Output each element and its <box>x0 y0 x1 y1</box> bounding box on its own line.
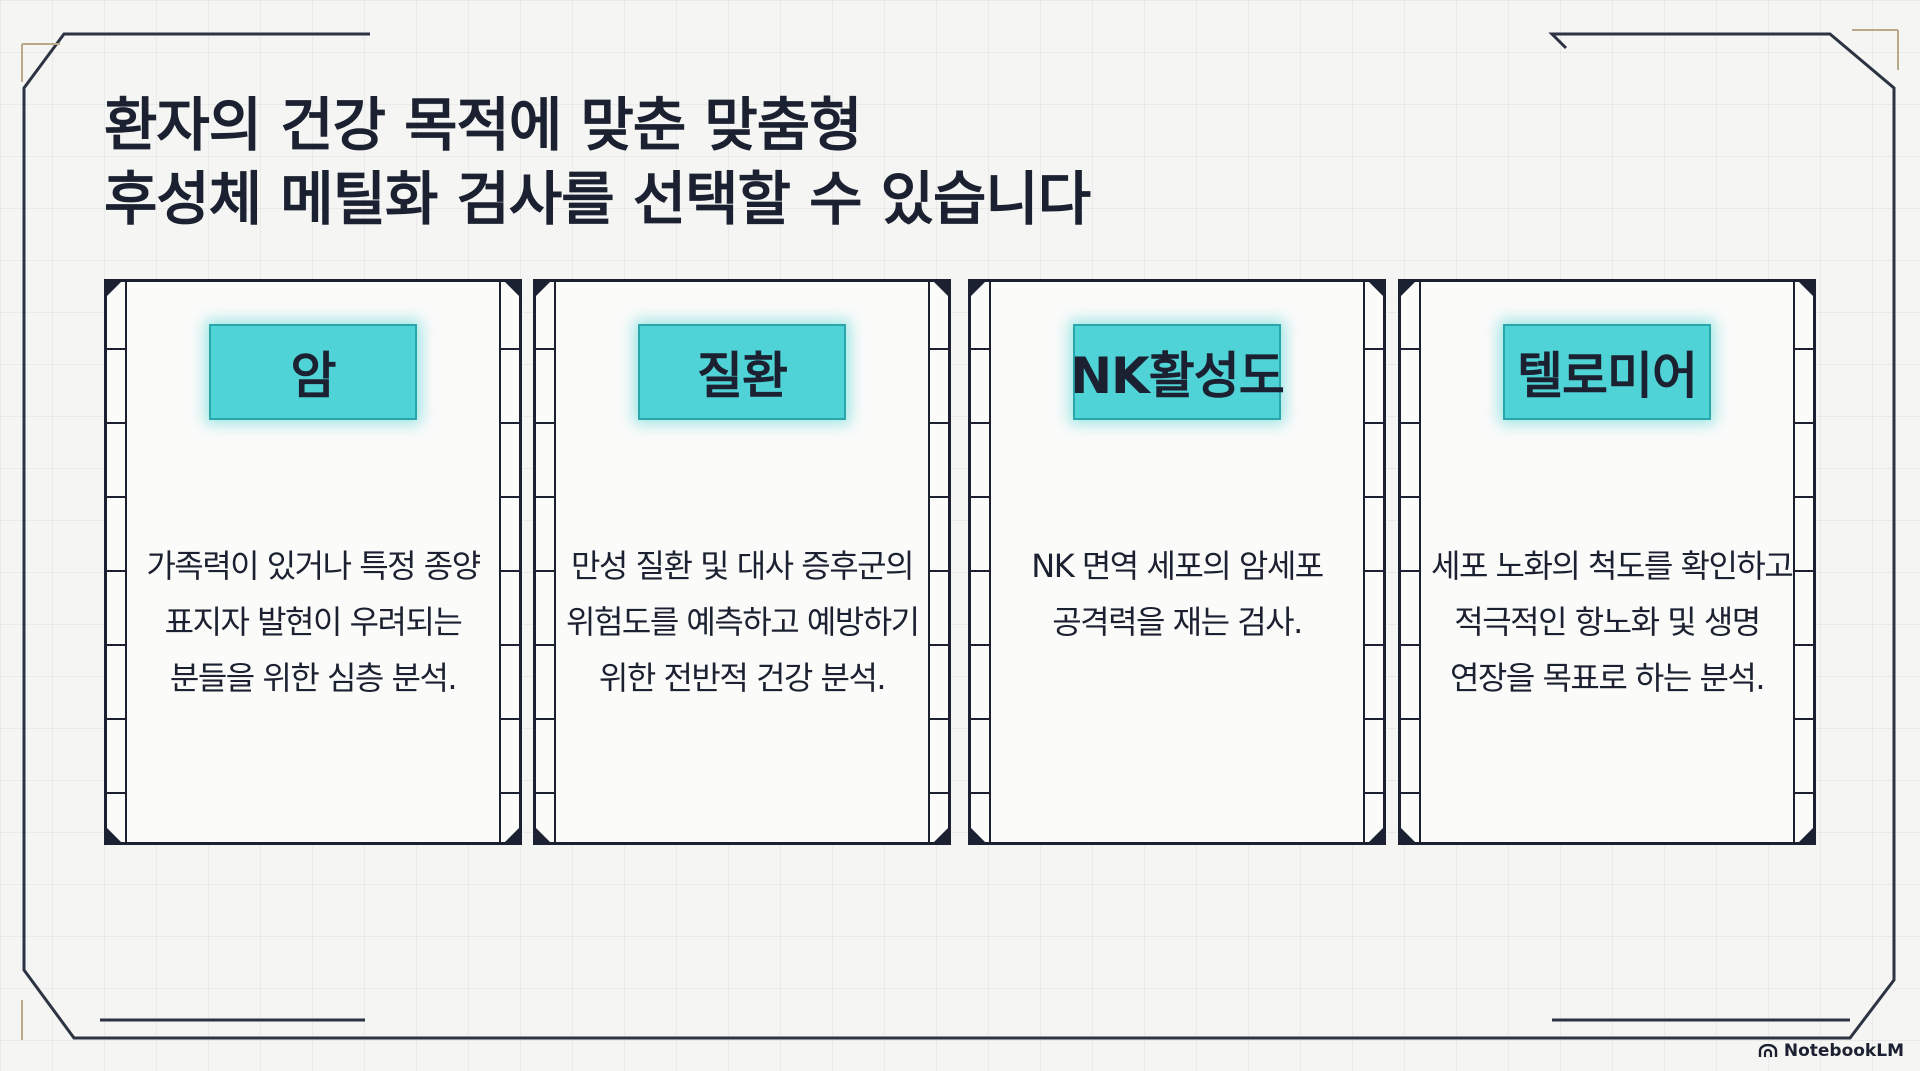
card-rail <box>499 282 519 842</box>
card-nk-activity: NK활성도 NK 면역 세포의 암세포 공격력을 재는 검사. <box>968 279 1386 845</box>
card-tag-telomere: 텔로미어 <box>1503 324 1711 420</box>
card-description: 가족력이 있거나 특정 종양 표지자 발현이 우려되는 분들을 위한 심층 분석… <box>137 538 489 706</box>
notebooklm-logo-icon <box>1758 1044 1778 1057</box>
description-line: 위한 전반적 건강 분석. <box>598 659 887 697</box>
description-line: 적극적인 항노화 및 생명 <box>1454 603 1761 641</box>
card-description: NK 면역 세포의 암세포 공격력을 재는 검사. <box>1001 538 1353 650</box>
card-rail <box>107 282 127 842</box>
card-rail <box>1793 282 1813 842</box>
card-description: 세포 노화의 척도를 확인하고 적극적인 항노화 및 생명 연장을 목표로 하는… <box>1431 538 1794 706</box>
notebooklm-watermark: NotebookLM <box>1758 1041 1904 1061</box>
card-tag-disease: 질환 <box>638 324 846 420</box>
description-line: 공격력을 재는 검사. <box>1052 603 1303 641</box>
card-rail <box>1401 282 1421 842</box>
card-rail <box>536 282 556 842</box>
description-line: 분들을 위한 심층 분석. <box>169 659 458 697</box>
card-rail <box>1363 282 1383 842</box>
card-tag-nk-activity: NK활성도 <box>1070 324 1285 420</box>
description-line: NK 면역 세포의 암세포 <box>1031 547 1324 585</box>
card-cancer: 암 가족력이 있거나 특정 종양 표지자 발현이 우려되는 분들을 위한 심층 … <box>104 279 522 845</box>
description-line: 만성 질환 및 대사 증후군의 <box>570 547 915 585</box>
description-line: 위험도를 예측하고 예방하기 <box>566 603 920 641</box>
slide-title: 환자의 건강 목적에 맞춘 맞춤형 후성체 메틸화 검사를 선택할 수 있습니다 <box>104 88 1091 236</box>
title-line-1: 환자의 건강 목적에 맞춘 맞춤형 <box>104 91 862 159</box>
card-telomere: 텔로미어 세포 노화의 척도를 확인하고 적극적인 항노화 및 생명 연장을 목… <box>1398 279 1816 845</box>
card-rail <box>928 282 948 842</box>
description-line: 표지자 발현이 우려되는 <box>164 603 463 641</box>
card-disease: 질환 만성 질환 및 대사 증후군의 위험도를 예측하고 예방하기 위한 전반적… <box>533 279 951 845</box>
card-description: 만성 질환 및 대사 증후군의 위험도를 예측하고 예방하기 위한 전반적 건강… <box>566 538 920 706</box>
description-line: 세포 노화의 척도를 확인하고 <box>1431 547 1794 585</box>
watermark-label: NotebookLM <box>1783 1041 1904 1061</box>
description-line: 가족력이 있거나 특정 종양 <box>146 547 481 585</box>
card-rail <box>971 282 991 842</box>
description-line: 연장을 목표로 하는 분석. <box>1449 659 1766 697</box>
card-tag-cancer: 암 <box>209 324 417 420</box>
title-line-2: 후성체 메틸화 검사를 선택할 수 있습니다 <box>104 165 1091 233</box>
